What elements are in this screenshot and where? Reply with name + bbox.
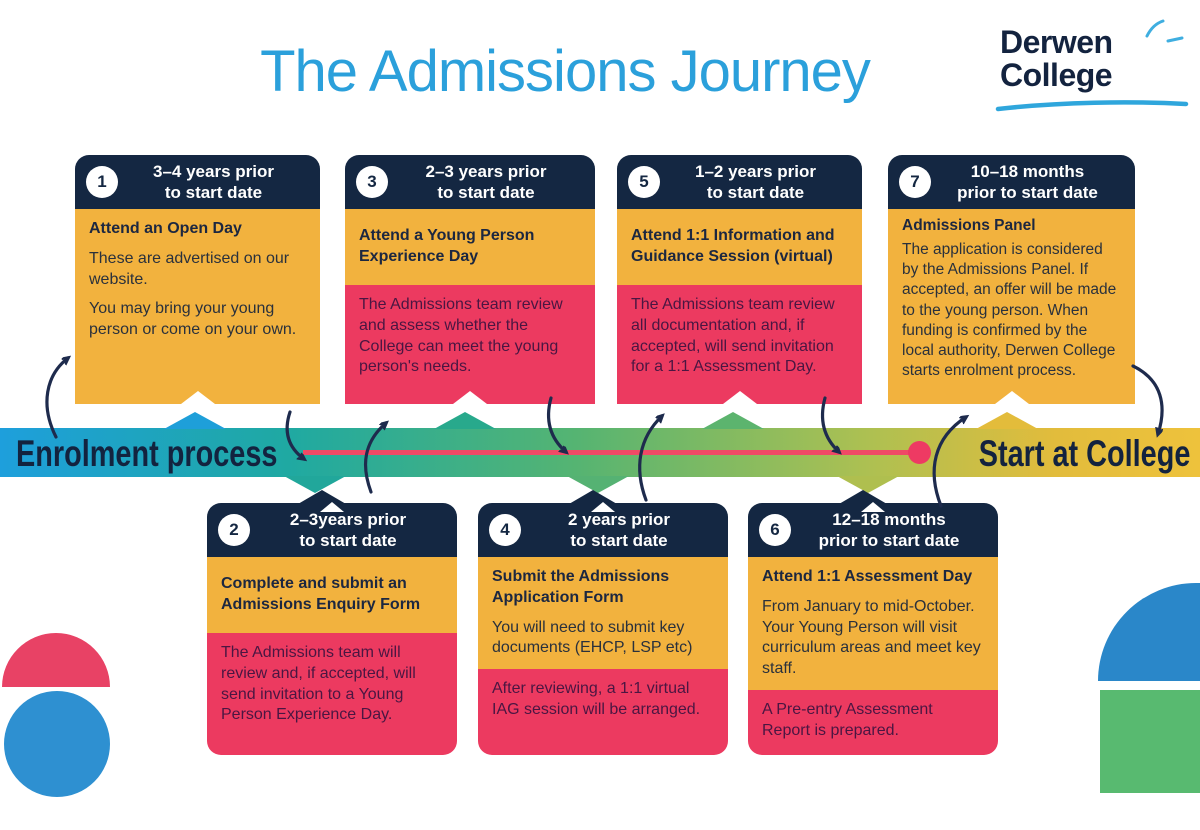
- card-5-title: Attend 1:1 Information and Guidance Sess…: [631, 227, 835, 265]
- start-at-college-label: Start at College: [978, 433, 1190, 474]
- card-7-body: Admissions Panel The application is cons…: [888, 209, 1135, 404]
- card-7-number-badge: 7: [899, 166, 931, 198]
- enrolment-process-label: Enrolment process: [16, 433, 278, 474]
- card-4-tail-tab: [569, 490, 617, 504]
- card-4-title: Submit the Admissions Application Form: [492, 568, 670, 606]
- timeline-connector-down-card6: [837, 476, 899, 493]
- card-7-header: 7 10–18 months prior to start date: [888, 155, 1135, 209]
- card-3-title: Attend a Young Person Experience Day: [359, 227, 535, 265]
- card-5-number-badge: 5: [628, 166, 660, 198]
- journey-card-5: 5 1–2 years prior to start date Attend 1…: [617, 155, 862, 404]
- arrow-card7-to-start: [1131, 364, 1164, 434]
- timeline-progress-line: [303, 450, 920, 455]
- card-2-body: The Admissions team will review and, if …: [207, 633, 457, 755]
- journey-card-6: 6 12–18 months prior to start date Atten…: [748, 490, 998, 755]
- card-2-header: 2 2–3years prior to start date: [207, 490, 457, 557]
- card-4-date-line1: 2 years prior: [567, 509, 671, 529]
- card-3-date-line1: 2–3 years prior: [425, 161, 547, 181]
- journey-card-7: 7 10–18 months prior to start date Admis…: [888, 155, 1135, 404]
- decorative-quarter-circle-blue: [1098, 583, 1200, 681]
- card-5-header: 5 1–2 years prior to start date: [617, 155, 862, 209]
- card-3-date-line2: to start date: [437, 183, 535, 202]
- card-5-text: The Admissions team review all documenta…: [631, 296, 835, 376]
- card-2-tail-tab: [298, 490, 346, 504]
- card-5-date-line2: to start date: [706, 183, 805, 202]
- card-1-text: These are advertised on our website.: [89, 249, 290, 288]
- timeline-connector-down-card4: [567, 476, 629, 493]
- card-3-number-badge: 3: [356, 166, 388, 198]
- decorative-semicircle-pink: [2, 633, 110, 687]
- logo-line-2: College: [1000, 57, 1113, 94]
- card-4-text: You will need to submit key documents (E…: [492, 618, 693, 657]
- card-4-text: After reviewing, a 1:1 virtual IAG sessi…: [492, 680, 701, 718]
- journey-card-3: 3 2–3 years prior to start date Attend a…: [345, 155, 595, 404]
- card-1-title: Attend an Open Day: [89, 220, 242, 237]
- card-4-date-line2: to start date: [570, 531, 668, 550]
- card-2-text: The Admissions team will review and, if …: [221, 644, 416, 724]
- journey-card-1: 1 3–4 years prior to start date Attend a…: [75, 155, 320, 404]
- card-6-title-section: Attend 1:1 Assessment Day From January t…: [748, 557, 998, 690]
- card-4-title-section: Submit the Admissions Application Form Y…: [478, 557, 728, 670]
- card-6-text: A Pre-entry Assessment Report is prepare…: [762, 700, 933, 739]
- card-7-text: The application is considered by the Adm…: [902, 241, 1117, 379]
- card-1-text: You may bring your young person or come …: [89, 300, 297, 339]
- card-6-tail-tab: [839, 490, 887, 504]
- card-2-tail-notch: [320, 502, 344, 512]
- timeline-connector-up-card1: [164, 412, 226, 429]
- logo-line-1: Derwen: [1000, 24, 1113, 60]
- timeline-connector-up-card7: [976, 412, 1038, 429]
- card-7-date-line2: prior to start date: [957, 183, 1098, 202]
- card-4-body: After reviewing, a 1:1 virtual IAG sessi…: [478, 669, 728, 755]
- card-1-number-badge: 1: [86, 166, 118, 198]
- timeline-connector-down-card2: [284, 476, 346, 493]
- journey-card-4: 4 2 years prior to start date Submit the…: [478, 490, 728, 755]
- card-4-tail-notch: [591, 502, 615, 512]
- arrow-band-to-card1: [45, 358, 68, 439]
- timeline-connector-up-card3: [434, 412, 496, 429]
- card-6-body: A Pre-entry Assessment Report is prepare…: [748, 689, 998, 755]
- card-1-body: Attend an Open Day These are advertised …: [75, 209, 320, 404]
- card-2-number-badge: 2: [218, 514, 250, 546]
- card-5-title-section: Attend 1:1 Information and Guidance Sess…: [617, 209, 862, 285]
- card-1-header: 1 3–4 years prior to start date: [75, 155, 320, 209]
- card-2-title: Complete and submit an Admissions Enquir…: [221, 575, 421, 613]
- timeline-end-dot: [908, 441, 931, 464]
- card-2-title-section: Complete and submit an Admissions Enquir…: [207, 557, 457, 633]
- card-2-date-line2: to start date: [299, 531, 397, 550]
- card-6-title: Attend 1:1 Assessment Day: [762, 568, 973, 585]
- journey-card-2: 2 2–3years prior to start date Complete …: [207, 490, 457, 755]
- card-6-tail-notch: [861, 502, 885, 512]
- card-6-date-line1: 12–18 months: [832, 509, 946, 529]
- card-3-header: 3 2–3 years prior to start date: [345, 155, 595, 209]
- card-3-text: The Admissions team review and assess wh…: [359, 296, 563, 376]
- derwen-college-logo: Derwen College: [1000, 24, 1190, 94]
- card-4-number-badge: 4: [489, 514, 521, 546]
- card-4-header: 4 2 years prior to start date: [478, 490, 728, 557]
- card-5-date-line1: 1–2 years prior: [695, 161, 816, 181]
- card-3-tail-notch: [453, 391, 487, 404]
- card-6-number-badge: 6: [759, 514, 791, 546]
- decorative-circle-blue: [4, 691, 110, 797]
- card-2-date-line1: 2–3years prior: [289, 509, 407, 529]
- timeline-connector-up-card5: [702, 412, 764, 429]
- card-1-date-line2: to start date: [164, 183, 263, 202]
- card-7-date-line1: 10–18 months: [970, 161, 1085, 181]
- card-7-tail-notch: [994, 391, 1029, 404]
- card-5-body: The Admissions team review all documenta…: [617, 285, 862, 404]
- card-6-header: 6 12–18 months prior to start date: [748, 490, 998, 557]
- card-1-date-line1: 3–4 years prior: [153, 161, 274, 181]
- card-6-date-line2: prior to start date: [818, 531, 960, 550]
- card-7-title: Admissions Panel: [902, 217, 1036, 234]
- decorative-square-green: [1100, 690, 1200, 793]
- card-3-body: The Admissions team review and assess wh…: [345, 285, 595, 404]
- card-5-tail-notch: [722, 391, 757, 404]
- card-3-title-section: Attend a Young Person Experience Day: [345, 209, 595, 285]
- page-title: The Admissions Journey: [260, 39, 871, 104]
- card-1-tail-notch: [180, 391, 215, 404]
- card-6-text: From January to mid-October. Your Young …: [762, 597, 981, 678]
